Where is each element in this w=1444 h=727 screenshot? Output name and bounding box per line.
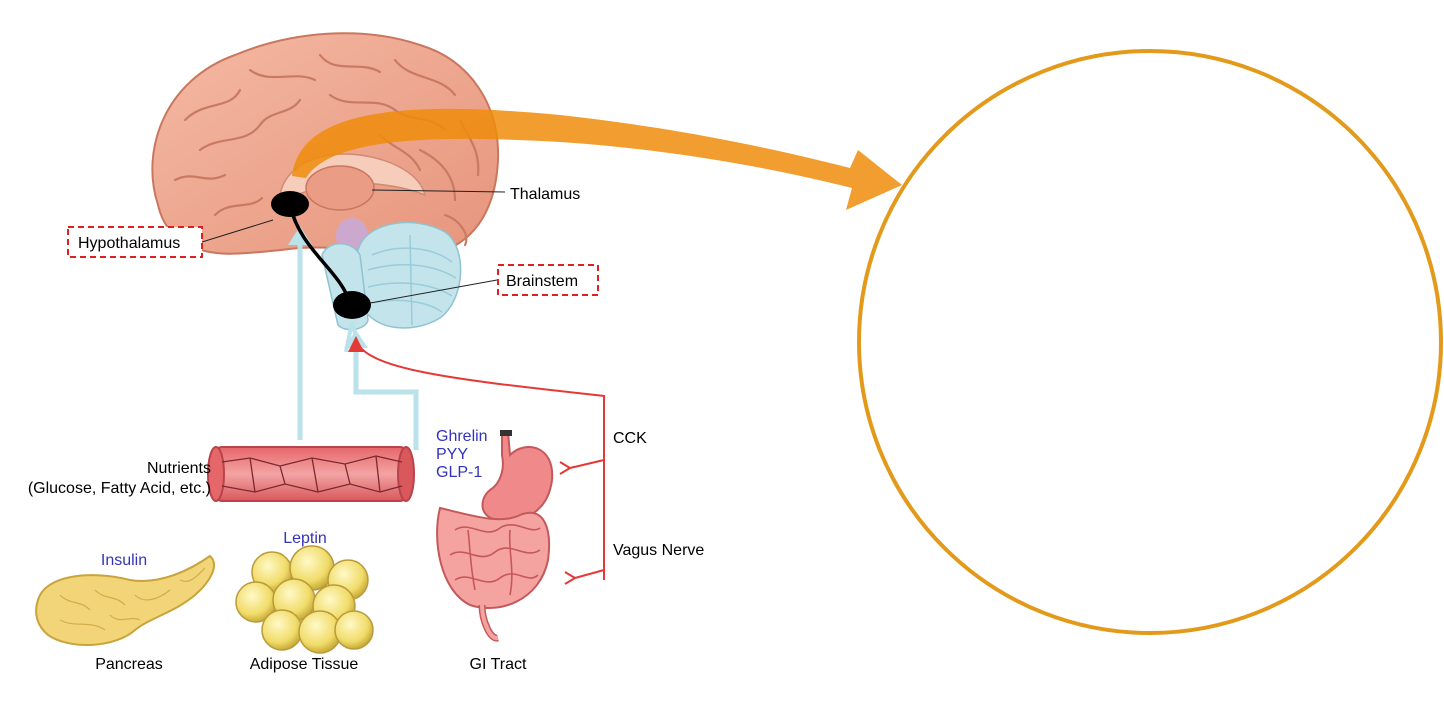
brainstem-node bbox=[333, 291, 371, 319]
pancreas-label: Pancreas bbox=[95, 656, 163, 673]
gi-tract-label: GI Tract bbox=[470, 656, 527, 673]
pancreas-icon bbox=[35, 554, 215, 646]
insulin-label: Insulin bbox=[101, 552, 147, 569]
glp1-label: GLP-1 bbox=[436, 464, 482, 481]
thalamus-pointer bbox=[371, 189, 506, 193]
adipose-cells-icon bbox=[235, 545, 374, 654]
brainstem-highlight-box bbox=[497, 264, 599, 296]
ghrelin-label: Ghrelin bbox=[436, 428, 488, 445]
nerve-arrow-head bbox=[348, 336, 364, 352]
empty-target-circle bbox=[857, 49, 1443, 635]
blood-signal-arrows bbox=[297, 238, 419, 450]
thalamus-label: Thalamus bbox=[510, 186, 580, 203]
nutrients-detail-label: (Glucose, Fatty Acid, etc.) bbox=[28, 480, 211, 497]
cck-label: CCK bbox=[613, 430, 647, 447]
vagus-nerve-label: Vagus Nerve bbox=[613, 542, 704, 559]
big-orange-arrow bbox=[292, 108, 902, 210]
vagus-nerve-path bbox=[355, 337, 605, 585]
brainstem-label: Brainstem bbox=[506, 273, 578, 290]
intestines-icon bbox=[436, 506, 551, 642]
nutrients-label: Nutrients bbox=[147, 460, 211, 477]
adipose-tissue-label: Adipose Tissue bbox=[250, 656, 359, 673]
pyy-label: PYY bbox=[436, 446, 468, 463]
brainstem-pointer bbox=[369, 279, 498, 304]
blood-vessel-icon bbox=[207, 446, 415, 502]
hypothalamus-pointer bbox=[201, 219, 274, 243]
stomach-icon bbox=[481, 430, 554, 522]
hypothalamus-highlight-box bbox=[67, 226, 203, 258]
hypothalamus-label: Hypothalamus bbox=[78, 235, 180, 252]
hypothalamus-node bbox=[271, 191, 309, 217]
leptin-label: Leptin bbox=[283, 530, 327, 547]
brain-icon bbox=[151, 32, 500, 331]
